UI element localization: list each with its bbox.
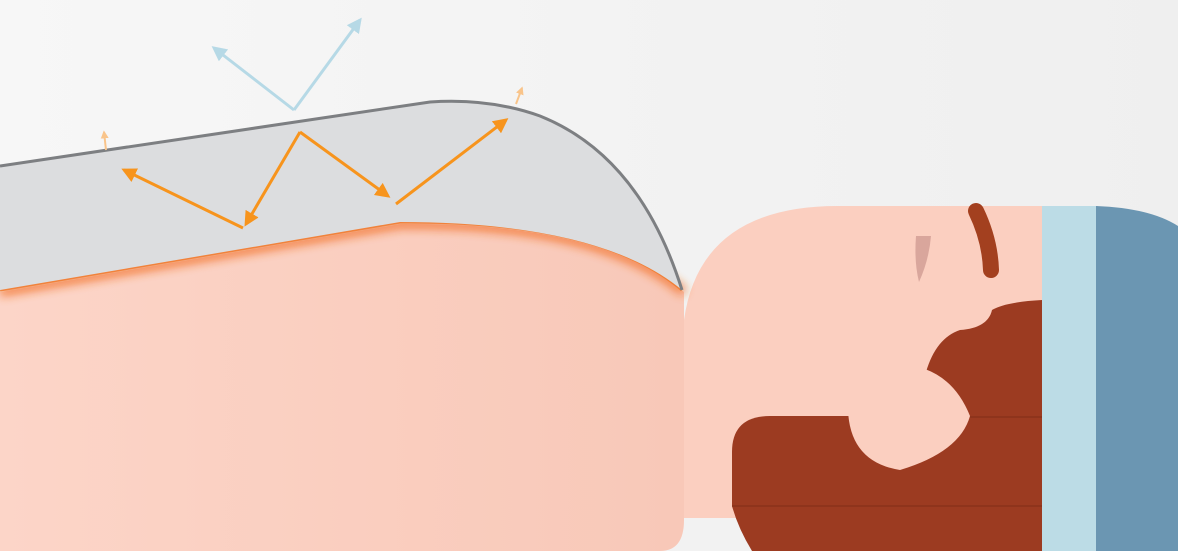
pillow-dark-body — [1096, 206, 1178, 551]
pillow-light-band — [1040, 206, 1098, 551]
beard-chin — [732, 506, 1042, 551]
head — [684, 206, 1042, 551]
pillow — [1040, 206, 1178, 551]
